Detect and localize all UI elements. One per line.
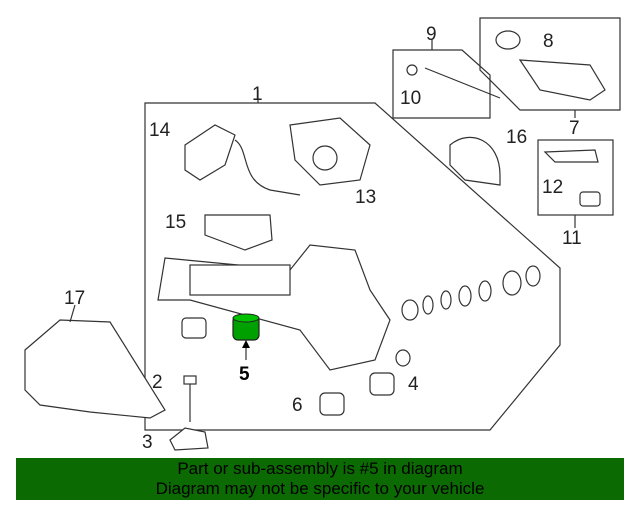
callout-2[interactable]: 2 <box>152 372 163 393</box>
callout-12[interactable]: 12 <box>542 177 563 198</box>
bushing-left <box>181 317 207 339</box>
callout-9[interactable]: 9 <box>426 24 437 45</box>
leader-17 <box>69 304 76 323</box>
seal-rings <box>395 265 541 367</box>
rack-tube <box>189 264 291 296</box>
banner-line-1: Part or sub-assembly is #5 in diagram <box>177 459 463 478</box>
callout-17[interactable]: 17 <box>64 288 85 309</box>
bolt-part-2[interactable] <box>183 375 197 422</box>
callout-5[interactable]: 5 <box>239 364 250 385</box>
assembly-frame <box>144 102 561 431</box>
callout-10[interactable]: 10 <box>400 88 421 109</box>
bushing-part-6[interactable] <box>319 392 345 416</box>
heat-shield-part-17[interactable] <box>24 319 166 419</box>
nut-part-12[interactable] <box>579 191 601 207</box>
callout-11[interactable]: 11 <box>562 228 582 249</box>
callout-13[interactable]: 13 <box>355 187 376 208</box>
banner-line-2: Diagram may not be specific to your vehi… <box>155 479 485 498</box>
callout-16[interactable]: 16 <box>506 127 527 148</box>
boot-frame <box>479 17 621 111</box>
callout-14[interactable]: 14 <box>149 120 171 141</box>
bracket-part-3[interactable] <box>169 427 209 451</box>
callout-6[interactable]: 6 <box>292 395 303 416</box>
bushing-part-5[interactable] <box>232 313 260 341</box>
callout-8[interactable]: 8 <box>543 31 554 52</box>
callout-7[interactable]: 7 <box>569 118 580 139</box>
tie-rod-part-9[interactable] <box>424 67 501 99</box>
harness-wire <box>234 139 301 196</box>
cover-part-16[interactable] <box>449 136 501 186</box>
tie-rod-end-part-11[interactable] <box>543 149 599 163</box>
callout-15[interactable]: 15 <box>165 212 186 233</box>
callout-1[interactable]: 1 <box>252 84 263 105</box>
steering-rack-part-1[interactable] <box>157 244 391 371</box>
motor-port <box>312 145 338 171</box>
bracket-part-15[interactable] <box>204 214 273 251</box>
harness-part-14[interactable] <box>184 124 236 181</box>
boot-part-7[interactable] <box>518 59 606 101</box>
arrow-5 <box>242 340 250 348</box>
callout-3[interactable]: 3 <box>142 432 153 453</box>
callout-4[interactable]: 4 <box>408 374 419 395</box>
clamp-part-8[interactable] <box>495 30 521 50</box>
info-banner: Part or sub-assembly is #5 in diagram Di… <box>16 458 624 500</box>
washer-part-10[interactable] <box>406 64 418 76</box>
tie-rod-frame <box>392 49 491 119</box>
bushing-part-4[interactable] <box>369 372 395 396</box>
